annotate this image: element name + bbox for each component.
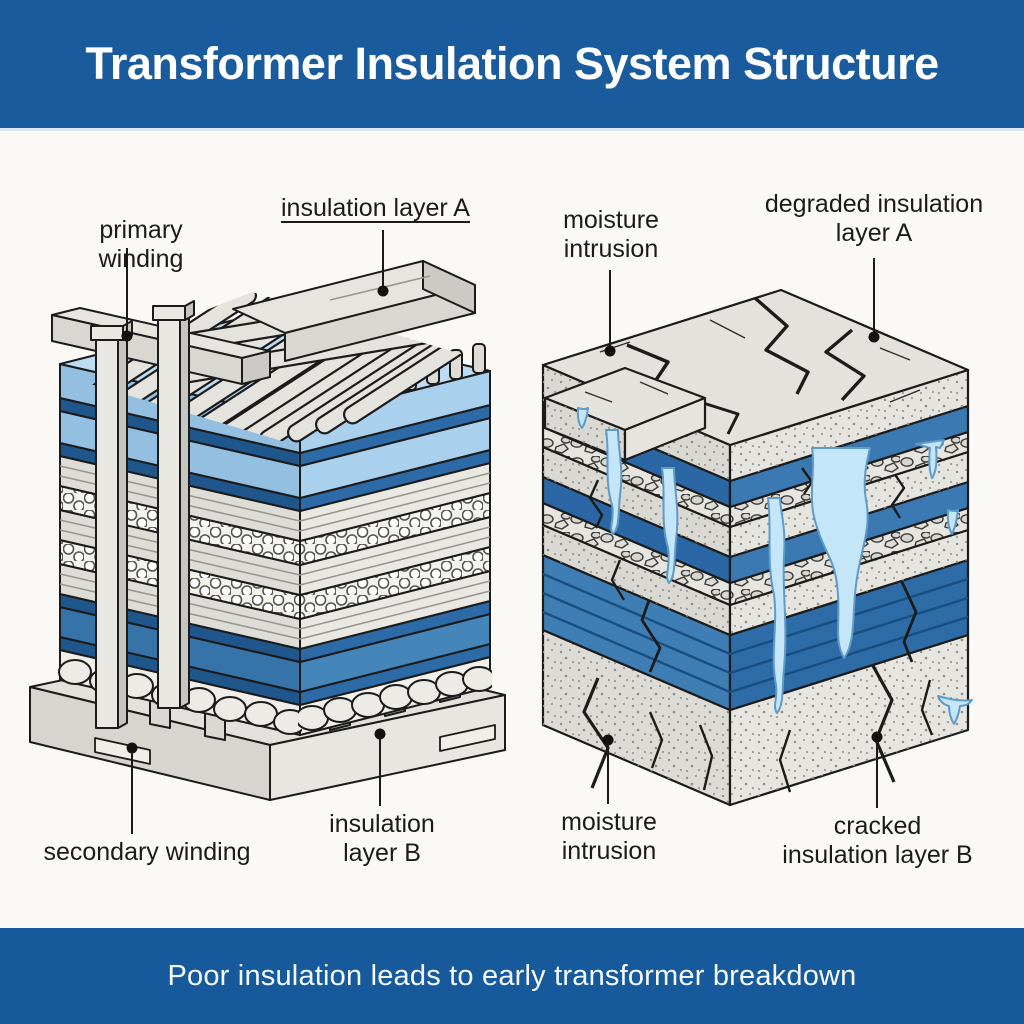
healthy-stack-illustration [29, 260, 508, 801]
secondary-winding-leader [126, 742, 138, 834]
page-title: Transformer Insulation System Structure [85, 38, 939, 89]
caption-banner: Poor insulation leads to early transform… [0, 928, 1024, 1024]
insulation-layer-a-leader [377, 230, 389, 297]
moisture-intrusion-top-leader [604, 270, 616, 357]
cracked-base-block [541, 628, 970, 807]
moisture-drips [576, 407, 973, 725]
label-primary-winding: primary winding [98, 216, 184, 273]
degraded-insulation-layer-a-slab [541, 288, 970, 483]
label-moisture-intrusion-bottom: moisture intrusion [561, 808, 657, 865]
title-banner: Transformer Insulation System Structure [0, 0, 1024, 131]
label-secondary-winding: secondary winding [43, 838, 251, 866]
primary-winding-leader [121, 248, 133, 342]
degraded-insulation-layer-a-leader [868, 258, 880, 343]
label-degraded-insulation-layer-a: degraded insulation layer A [764, 190, 984, 247]
insulation-layer-b-leader [374, 728, 386, 806]
cracked-insulation-layer-b-leader [871, 731, 883, 808]
label-insulation-layer-a: insulation layer A [280, 194, 470, 222]
moisture-intrusion-bottom-leader [602, 734, 614, 804]
degraded-stack-illustration [541, 288, 973, 807]
label-cracked-insulation-layer-b: cracked insulation layer B [782, 812, 973, 869]
label-insulation-layer-b: insulation layer B [329, 810, 435, 867]
caption-text: Poor insulation leads to early transform… [167, 959, 857, 992]
label-moisture-intrusion-top: moisture intrusion [563, 206, 659, 263]
